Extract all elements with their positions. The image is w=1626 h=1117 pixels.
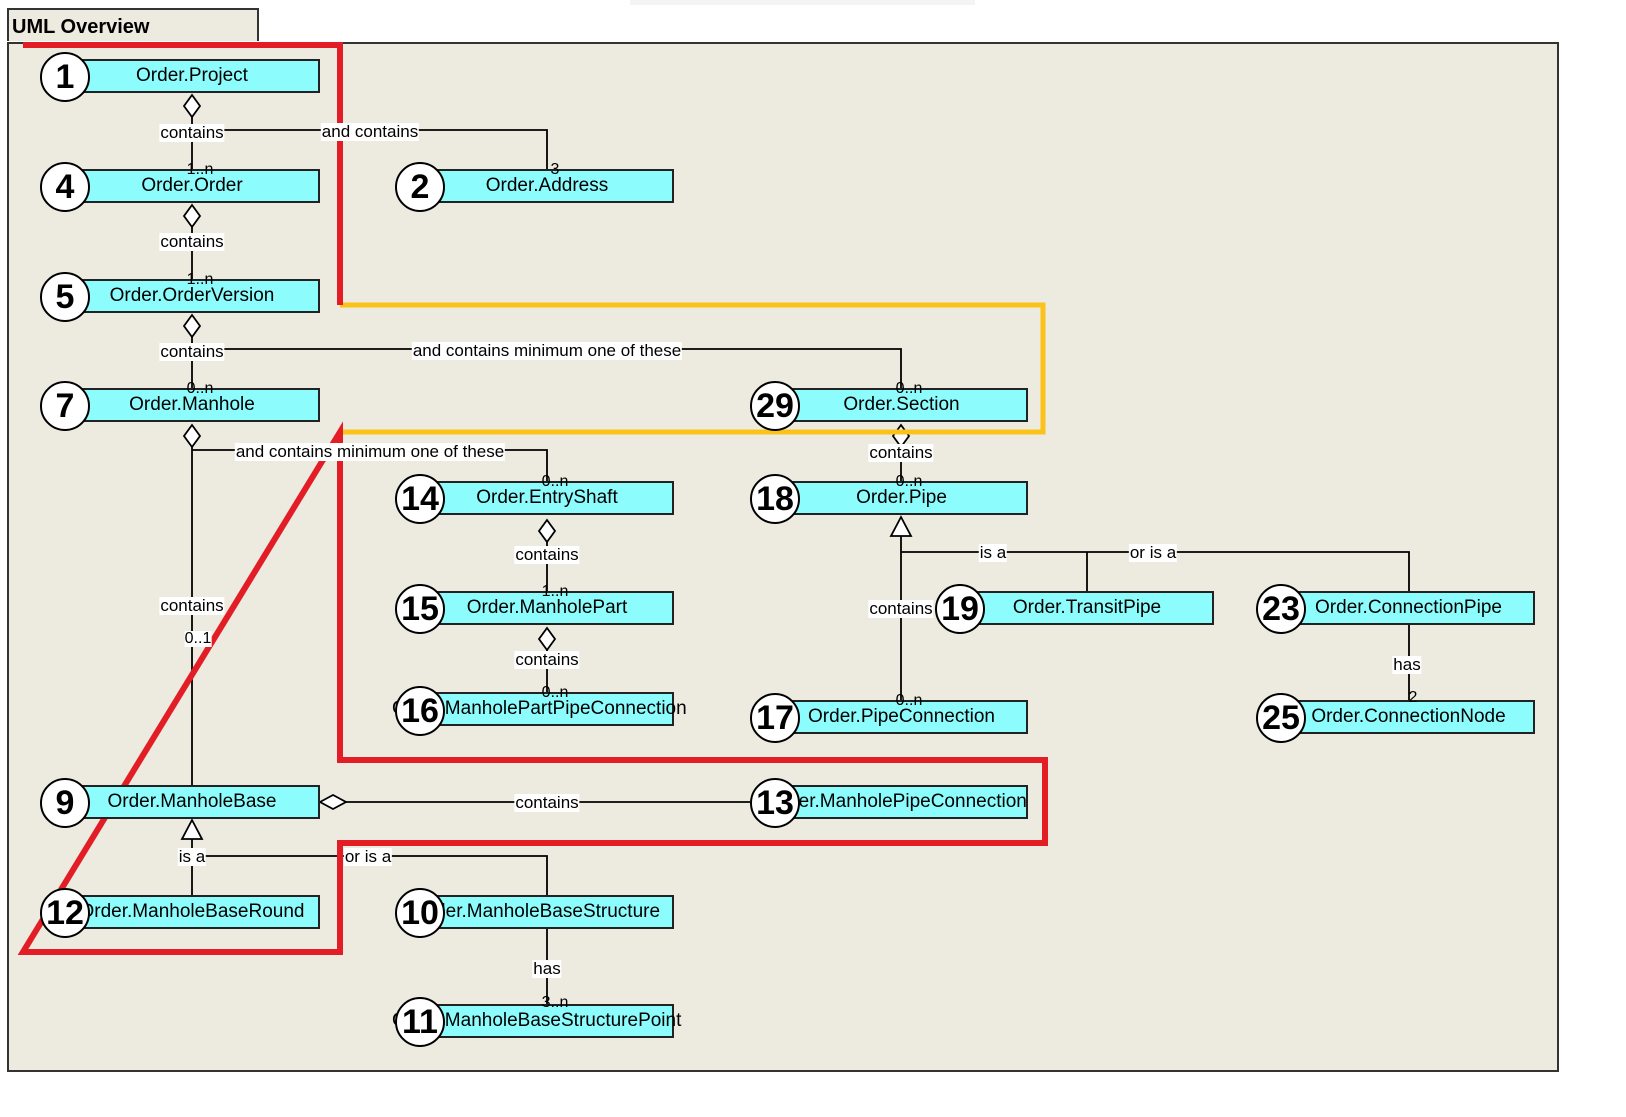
class-label: Order.Section: [843, 394, 960, 415]
class-label: Order.ManholeBase: [107, 791, 277, 812]
edge-label: and contains: [320, 122, 420, 141]
class-order-manholepartpipeconnection[interactable]: Order.ManholePartPipeConnection: [392, 692, 687, 726]
class-label: Order.ConnectionPipe: [1315, 597, 1502, 618]
edge-base-structure: [192, 855, 548, 895]
diagram-title: UML Overview: [12, 16, 150, 38]
edge-pipe-connectionpipe: [901, 551, 1410, 591]
edge-label: contains: [868, 599, 934, 618]
inheritance-triangle: [889, 515, 913, 537]
edge-label: and contains minimum one of these: [411, 341, 683, 360]
class-order-manhole[interactable]: Order.Manhole: [64, 388, 320, 422]
number-badge: 23: [1256, 584, 1306, 634]
number-badge: 5: [40, 272, 90, 322]
number-badge: 29: [750, 381, 800, 431]
class-label: Order.Address: [485, 175, 609, 196]
multiplicity: 1..n: [186, 161, 214, 178]
inheritance-triangle: [180, 818, 204, 840]
class-label: Order.OrderVersion: [109, 285, 275, 306]
class-label: Order.EntryShaft: [476, 487, 618, 508]
number-badge: 18: [750, 474, 800, 524]
edge-label: is a: [978, 543, 1008, 562]
multiplicity: 0..n: [541, 684, 569, 701]
number-badge: 14: [395, 474, 445, 524]
class-label: Order.ManholeBaseStructurePoint: [392, 1010, 682, 1031]
class-label: Order.ManholePartPipeConnection: [392, 698, 687, 719]
class-order-project[interactable]: Order.Project: [64, 59, 320, 93]
multiplicity: 2: [1408, 689, 1418, 706]
diagram-tab[interactable]: UML Overview: [7, 8, 259, 41]
class-label: Order.PipeConnection: [808, 706, 995, 727]
number-badge: 15: [395, 584, 445, 634]
multiplicity: 0..n: [895, 692, 923, 709]
class-order-pipe[interactable]: Order.Pipe: [775, 481, 1028, 515]
number-badge: 11: [395, 997, 445, 1047]
yellow-highlight: [340, 302, 1046, 435]
number-badge: 4: [40, 162, 90, 212]
aggregation-diamond: [318, 793, 348, 811]
class-order-connectionpipe[interactable]: Order.ConnectionPipe: [1282, 591, 1535, 625]
class-order-manholebase[interactable]: Order.ManholeBase: [64, 785, 320, 819]
number-badge: 9: [40, 778, 90, 828]
class-label: Order.ConnectionNode: [1311, 706, 1506, 727]
multiplicity: 3..n: [541, 994, 569, 1011]
number-badge: 12: [40, 888, 90, 938]
edge-label: and contains minimum one of these: [234, 442, 506, 461]
edge-label: or is a: [343, 847, 393, 866]
edge-project-address: [192, 129, 548, 170]
class-order-pipeconnection[interactable]: Order.PipeConnection: [775, 700, 1028, 734]
edge-label: contains: [514, 650, 580, 669]
class-order-orderversion[interactable]: Order.OrderVersion: [64, 279, 320, 313]
multiplicity: 0..1: [184, 630, 212, 647]
class-label: Order.ManholePart: [466, 597, 628, 618]
class-order-manholebasestructure[interactable]: Order.ManholeBaseStructure: [414, 895, 674, 929]
edge-label: has: [1392, 655, 1422, 674]
number-badge: 1: [40, 52, 90, 102]
class-label: Order.Pipe: [856, 487, 947, 508]
number-badge: 16: [395, 686, 445, 736]
multiplicity: 0..n: [895, 473, 923, 490]
number-badge: 7: [40, 381, 90, 431]
edge-label: contains: [159, 342, 225, 361]
class-order-manholebasestructurepoint[interactable]: Order.ManholeBaseStructurePoint: [392, 1004, 681, 1038]
class-label: Order.ManholePipeConnection: [767, 791, 1027, 812]
class-label: Order.ManholeBaseStructure: [413, 901, 661, 922]
multiplicity: 1..n: [186, 271, 214, 288]
edge-label: contains: [159, 596, 225, 615]
class-order-connectionnode[interactable]: Order.ConnectionNode: [1282, 700, 1535, 734]
class-label: Order.Order: [141, 175, 243, 196]
number-badge: 19: [935, 584, 985, 634]
multiplicity: 0..n: [541, 473, 569, 490]
edge-label: contains: [868, 443, 934, 462]
multiplicity: 0..n: [186, 380, 214, 397]
number-badge: 25: [1256, 693, 1306, 743]
edge-label: contains: [514, 545, 580, 564]
edge-label: contains: [159, 232, 225, 251]
class-order-entryshaft[interactable]: Order.EntryShaft: [420, 481, 674, 515]
edge-label: contains: [159, 123, 225, 142]
edge-label: or is a: [1128, 543, 1178, 562]
class-order-order[interactable]: Order.Order: [64, 169, 320, 203]
number-badge: 17: [750, 693, 800, 743]
edge-label: contains: [514, 793, 580, 812]
multiplicity: 1..n: [541, 583, 569, 600]
class-order-address[interactable]: Order.Address: [420, 169, 674, 203]
class-order-manholepipeconnection[interactable]: Order.ManholePipeConnection: [767, 785, 1028, 819]
multiplicity: 3: [550, 161, 560, 178]
class-label: Order.Manhole: [129, 394, 255, 415]
class-label: Order.Project: [136, 65, 248, 86]
class-label: Order.TransitPipe: [1012, 597, 1162, 618]
class-order-manholepart[interactable]: Order.ManholePart: [420, 591, 674, 625]
edge-label: is a: [177, 847, 207, 866]
class-order-manholebaseround[interactable]: Order.ManholeBaseRound: [64, 895, 320, 929]
red-highlight: [17, 42, 1048, 955]
number-badge: 2: [395, 162, 445, 212]
number-badge: 13: [750, 778, 800, 828]
top-bar: [630, 0, 975, 5]
multiplicity: 0..n: [895, 380, 923, 397]
class-order-transitpipe[interactable]: Order.TransitPipe: [960, 591, 1214, 625]
edge-label: has: [532, 959, 562, 978]
class-label: Order.ManholeBaseRound: [79, 901, 305, 922]
number-badge: 10: [395, 888, 445, 938]
